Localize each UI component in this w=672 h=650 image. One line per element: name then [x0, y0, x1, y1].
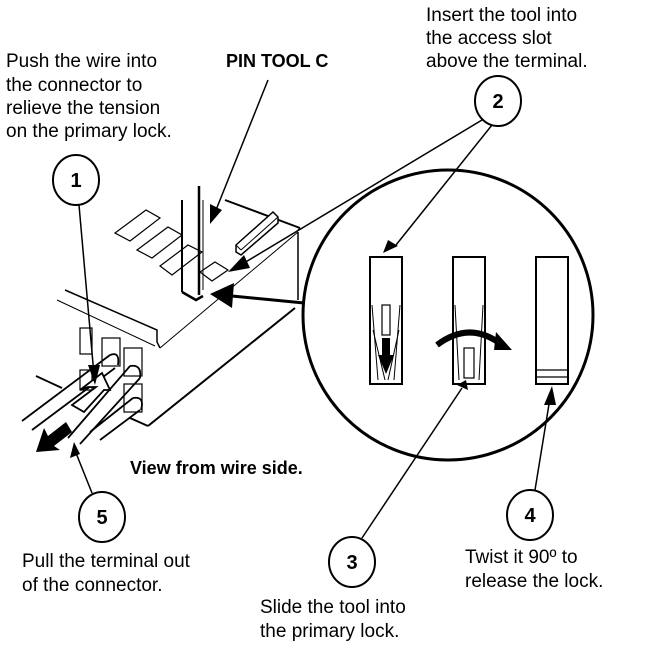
- step-2-line-1: Insert the tool into: [426, 5, 577, 26]
- step-4-line-2: release the lock.: [465, 571, 603, 592]
- step-2-line-3: above the terminal.: [426, 51, 588, 72]
- terminal-cavity: [79, 327, 93, 355]
- step-2-line-2: the access slot: [426, 28, 552, 49]
- callout-5: 5: [78, 491, 126, 543]
- push-arrow-icon: [70, 371, 112, 414]
- callout-circle: [506, 489, 554, 541]
- detail-magnifier: [210, 168, 595, 462]
- callout-3: 3: [328, 536, 376, 588]
- callout-number: 2: [492, 91, 503, 113]
- step-3-caption: Slide the tool into the primary lock.: [260, 597, 406, 642]
- twist-arrow-icon: [494, 332, 512, 350]
- callout-number: 3: [346, 552, 357, 574]
- step-4-caption: Twist it 90º to release the lock.: [465, 547, 603, 592]
- leader-lines: [70, 79, 556, 539]
- callout-circle: [52, 154, 100, 206]
- callout-circle: [328, 536, 376, 588]
- callout-number: 4: [524, 505, 536, 527]
- callout-number: 1: [70, 170, 81, 192]
- step-5-line-1: Pull the terminal out: [22, 551, 191, 572]
- pull-arrow-icon: [36, 422, 72, 452]
- pin-tool: [181, 186, 204, 302]
- terminal-view-twist: [435, 256, 512, 385]
- terminal-view-released: [535, 256, 569, 385]
- step-5-caption: Pull the terminal out of the connector.: [22, 551, 191, 596]
- step-1-line-3: relieve the tension: [6, 98, 160, 119]
- step-4-line-1: Twist it 90º to: [465, 547, 578, 568]
- callout-2: 2: [474, 75, 522, 127]
- step-3-line-2: the primary lock.: [260, 621, 399, 642]
- step-1-line-2: the connector to: [6, 75, 142, 96]
- step-3-line-1: Slide the tool into: [260, 597, 406, 618]
- down-arrow-icon: [378, 338, 394, 374]
- callout-circle: [78, 491, 126, 543]
- pin-tool-label: PIN TOOL C: [226, 51, 328, 71]
- view-label: View from wire side.: [130, 458, 303, 478]
- arrowhead-icon: [210, 283, 234, 308]
- callout-4: 4: [506, 489, 554, 541]
- access-slot: [135, 226, 184, 259]
- callout-circle: [474, 75, 522, 127]
- terminal-cavity: [101, 337, 121, 367]
- callout-number: 5: [96, 507, 107, 529]
- step-1-line-1: Push the wire into: [6, 51, 157, 72]
- callout-1: 1: [52, 154, 100, 206]
- step-5-line-2: of the connector.: [22, 575, 163, 596]
- access-slot-target: [198, 261, 230, 282]
- terminal-view-slide: [369, 256, 403, 385]
- magnifier-circle: [301, 168, 595, 462]
- access-slot: [113, 209, 162, 242]
- latch-bar: [235, 210, 279, 256]
- twist-arc: [435, 329, 504, 348]
- step-1-caption: Push the wire into the connector to reli…: [6, 51, 172, 142]
- step-2-caption: Insert the tool into the access slot abo…: [426, 5, 588, 72]
- step-1-line-4: on the primary lock.: [6, 121, 172, 142]
